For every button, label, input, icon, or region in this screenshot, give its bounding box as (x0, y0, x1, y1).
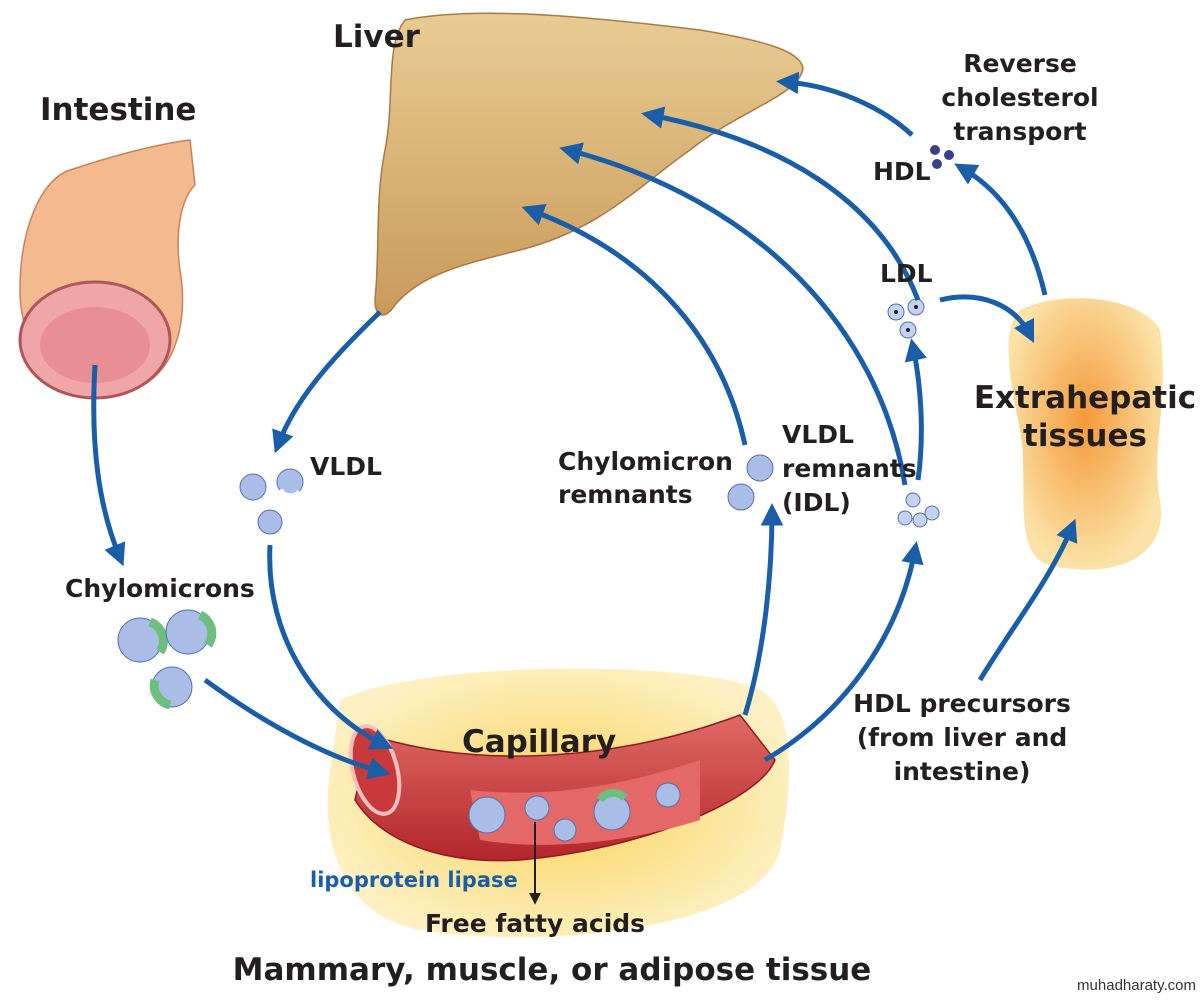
arrow-idl-to-ldl (904, 338, 927, 481)
arrow-chylomicrons-to-capillary (203, 677, 391, 780)
watermark: muhadharaty.com (1077, 977, 1196, 994)
arrow-hdl-to-liver (776, 71, 914, 137)
arrow-capillary-to-chylomicron-remnants (742, 503, 784, 716)
chylomicron-particles (117, 609, 217, 710)
label-extrahepatic-1: Extrahepatic (974, 380, 1196, 416)
label-hdl: HDL (873, 157, 931, 186)
label-vldl-remnants-3: (IDL) (782, 488, 851, 517)
label-liver: Liver (333, 19, 421, 55)
label-extrahepatic-2: tissues (1023, 418, 1147, 454)
arrow-capillary-to-idl (763, 541, 924, 763)
label-free-fatty-acids: Free fatty acids (425, 909, 645, 938)
hdl-particles (930, 145, 954, 169)
arrow-intestine-to-chylomicrons (91, 364, 126, 567)
label-lipoprotein-lipase: lipoprotein lipase (310, 868, 518, 892)
vldl-particles (239, 468, 304, 535)
arrow-chylomicron-remnants-to-liver (521, 204, 748, 446)
arrow-liver-to-vldl (272, 310, 382, 454)
arrow-ldl-to-liver (641, 106, 921, 301)
label-hdl-precursors-1: HDL precursors (853, 689, 1071, 718)
label-reverse-1: Reverse (963, 49, 1077, 78)
label-chylomicron-remnants-2: remnants (558, 480, 693, 509)
label-ldl: LDL (880, 259, 933, 288)
label-chylomicron-remnants-1: Chylomicron (558, 447, 733, 476)
label-reverse-2: cholesterol (941, 83, 1098, 112)
label-vldl-remnants-2: remnants (782, 454, 917, 483)
label-tissue-caption: Mammary, muscle, or adipose tissue (233, 952, 872, 988)
label-capillary: Capillary (462, 724, 616, 760)
label-hdl-precursors-3: intestine) (894, 757, 1031, 786)
intestine-shape (18, 139, 196, 400)
label-chylomicrons: Chylomicrons (65, 574, 255, 603)
label-reverse-3: transport (953, 117, 1086, 146)
ldl-particles (887, 298, 925, 339)
arrow-ldl-to-extrahepatic (939, 294, 1035, 344)
extrahepatic-tissue-shape (1008, 298, 1163, 570)
label-vldl: VLDL (310, 452, 382, 481)
capillary-particles (468, 782, 681, 842)
liver-shape (374, 12, 804, 316)
arrow-hdl-precursors-to-extrahepatic (977, 518, 1078, 682)
label-hdl-precursors-2: (from liver and (857, 723, 1068, 752)
arrow-vldl-to-capillary (267, 544, 394, 750)
label-vldl-remnants-1: VLDL (782, 420, 854, 449)
arrow-extrahepatic-to-hdl (954, 163, 1048, 296)
arrow-idl-to-liver (559, 142, 908, 486)
label-intestine: Intestine (40, 92, 196, 128)
remnant-particles (727, 454, 940, 528)
